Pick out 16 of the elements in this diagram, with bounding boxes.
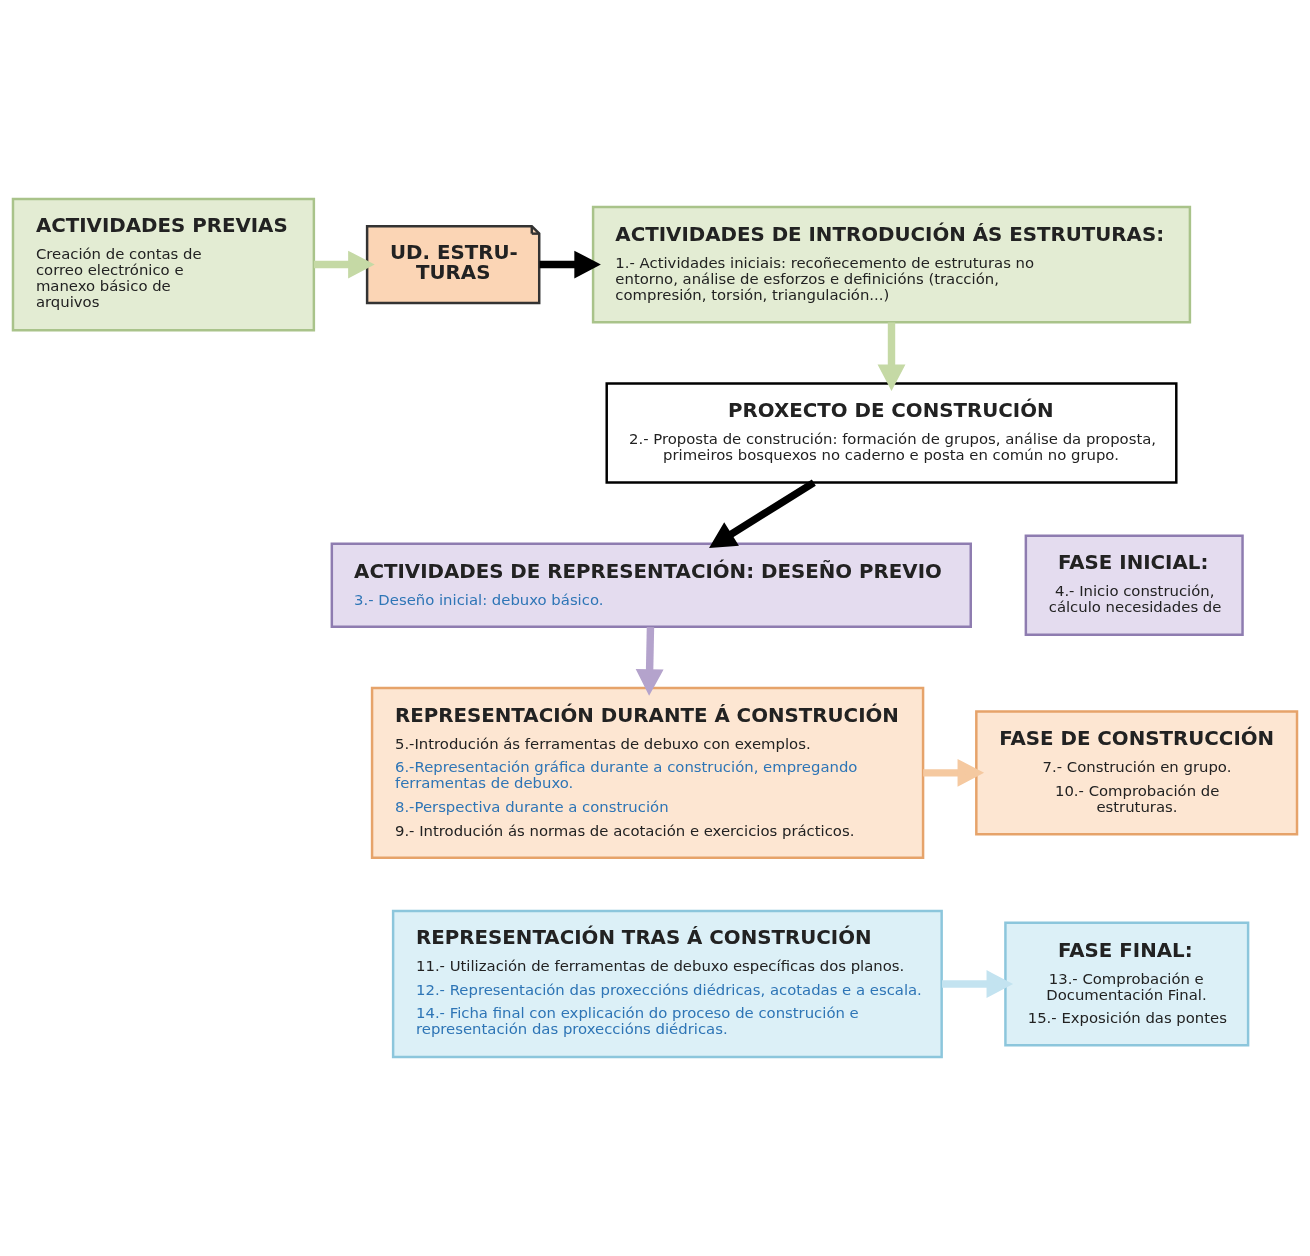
node-box: PROXECTO DE CONSTRUCIÓN 2.- Proposta de construción: formación de grupos, análise da proposta, primeiros bosquexos no caderno e posta en común no grupo. [605, 382, 1178, 484]
node-box: FASE INICIAL: 4.- Inicio construción, cálculo necesidades de [1024, 534, 1244, 637]
node-box: REPRESENTACIÓN DURANTE Á CONSTRUCIÓN 5.-Introdución ás ferramentas de debuxo con exemplos. 6.-Representación gráfica durante a construción, empregando ferramentas de debuxo. 8.-Perspectiva durante a construción 9.- Introdución ás normas de acotación e exercicios prácticos. [370, 686, 925, 859]
node-box: ACTIVIDADES PREVIAS Creación de contas de correo electrónico e manexo básico de arquivos [11, 197, 316, 332]
arrow [539, 250, 601, 279]
arrow [635, 627, 664, 696]
node-box: FASE DE CONSTRUCCIÓN 7.- Construción en grupo. 10.- Comprobación de estruturas. [975, 710, 1299, 836]
arrow [923, 758, 985, 787]
node-box: REPRESENTACIÓN TRAS Á CONSTRUCIÓN 11.- Utilización de ferramentas de debuxo específicas dos planos. 12.- Representación das proxeccións diédricas, acotadas e a escala. 14.- Ficha final con explicación do proceso de construción e representación das proxeccións diédricas. [391, 909, 943, 1059]
arrow [709, 479, 816, 548]
node-box: FASE FINAL: 13.- Comprobación e Documentación Final. 15.- Exposición das pontes [1004, 921, 1250, 1047]
arrow [941, 970, 1014, 998]
arrow [877, 322, 906, 392]
node-box: ACTIVIDADES DE INTRODUCIÓN ÁS ESTRUTURAS: 1.- Actividades iniciais: recoñecemento de estruturas no entorno, análise de esforzos e definicións (tracción, compresión, torsión, triangulación...) [591, 205, 1192, 324]
arrow [313, 250, 375, 279]
node-box: ACTIVIDADES DE REPRESENTACIÓN: DESEÑO PREVIO 3.- Deseño inicial: debuxo básico. [330, 542, 972, 628]
